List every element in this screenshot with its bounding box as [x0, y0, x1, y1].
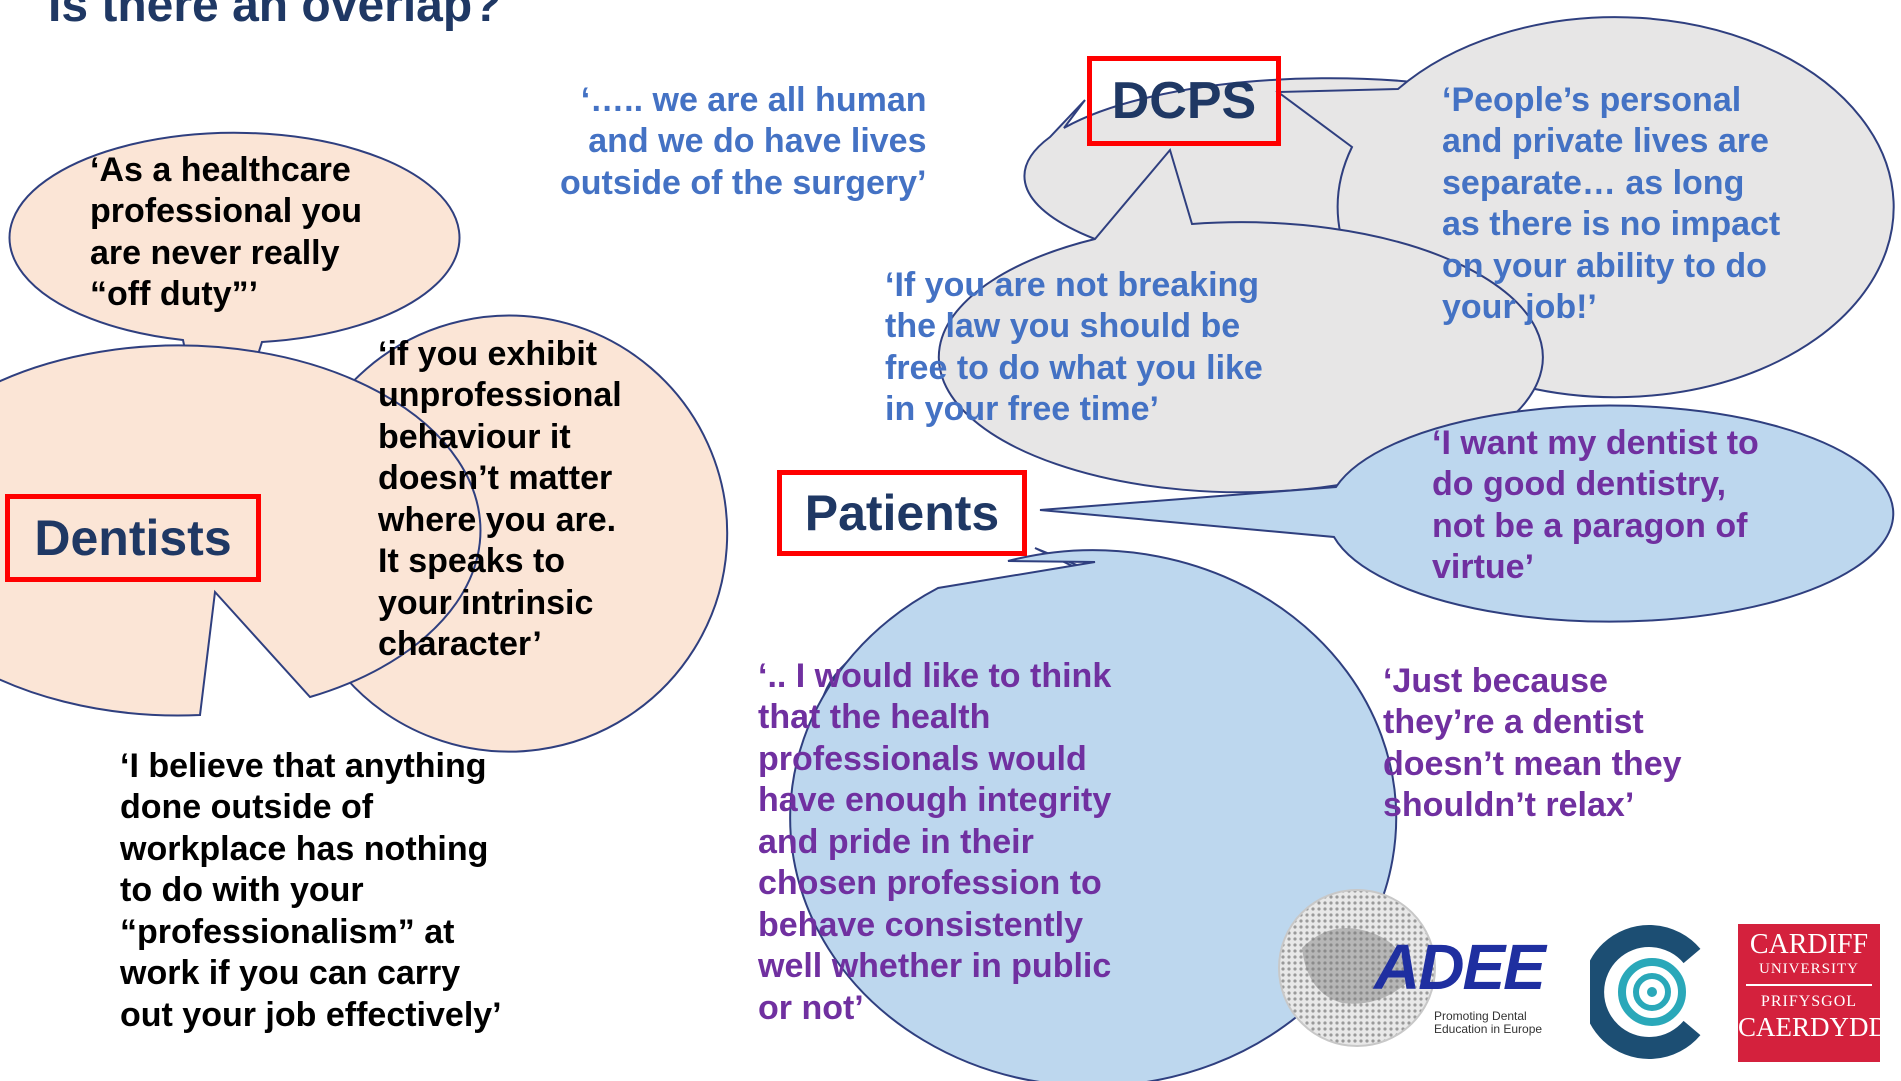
- adee-tagline: Promoting Dental Education in Europe: [1434, 1009, 1543, 1037]
- dentists-bubble-1: [8, 131, 461, 494]
- cardiff-line-1: CARDIFF: [1749, 929, 1869, 960]
- dcps-quote-2: ‘People’s personal and private lives are…: [1442, 81, 1781, 327]
- patients-quote-3: ‘.. I would like to think that the healt…: [758, 657, 1112, 1027]
- dcps-label-text: DCPS: [1111, 72, 1257, 130]
- patients-quote-1: ‘I want my dentist to do good dentistry,…: [1432, 424, 1759, 587]
- dcps-quote-1: ‘….. we are all human and we do have liv…: [560, 81, 927, 202]
- patients-bubble-3: [789, 549, 1398, 1081]
- patients-bubble-1: [1039, 404, 1895, 623]
- concentric-logo: [1582, 922, 1708, 1062]
- adee-wordmark: ADEE: [1374, 931, 1546, 1003]
- dcps-label: DCPS: [1087, 56, 1281, 146]
- cardiff-university-logo: CARDIFF UNIVERSITY PRIFYSGOL CAERDYDD: [1738, 924, 1889, 1062]
- dentists-quote-3: ‘I believe that anything done outside of…: [120, 747, 502, 1034]
- cardiff-line-2: UNIVERSITY: [1759, 961, 1859, 977]
- dentists-quote-2: ‘if you exhibit unprofessional behaviour…: [378, 335, 622, 664]
- adee-logo: ADEE Promoting Dental Education in Europ…: [1262, 888, 1572, 1048]
- cardiff-line-4: CAERDYDD: [1738, 1012, 1889, 1042]
- dentists-bubble-3: [0, 344, 482, 717]
- slide-title: Is there an overlap?: [48, 0, 502, 32]
- concentric-c-icon: [1582, 925, 1701, 1059]
- dentists-label: Dentists: [5, 494, 261, 582]
- patients-label: Patients: [777, 470, 1027, 556]
- cardiff-divider: [1746, 984, 1872, 986]
- patients-label-text: Patients: [804, 485, 1000, 541]
- cardiff-line-3: PRIFYSGOL: [1760, 993, 1858, 1010]
- patients-quote-2: ‘Just because they’re a dentist doesn’t …: [1383, 662, 1682, 825]
- globe-map-icon: [1278, 889, 1436, 1047]
- dcps-quote-3: ‘If you are not breaking the law you sho…: [885, 266, 1263, 429]
- dentists-label-text: Dentists: [34, 510, 232, 566]
- dentists-quote-1: ‘As a healthcare professional you are ne…: [90, 151, 363, 314]
